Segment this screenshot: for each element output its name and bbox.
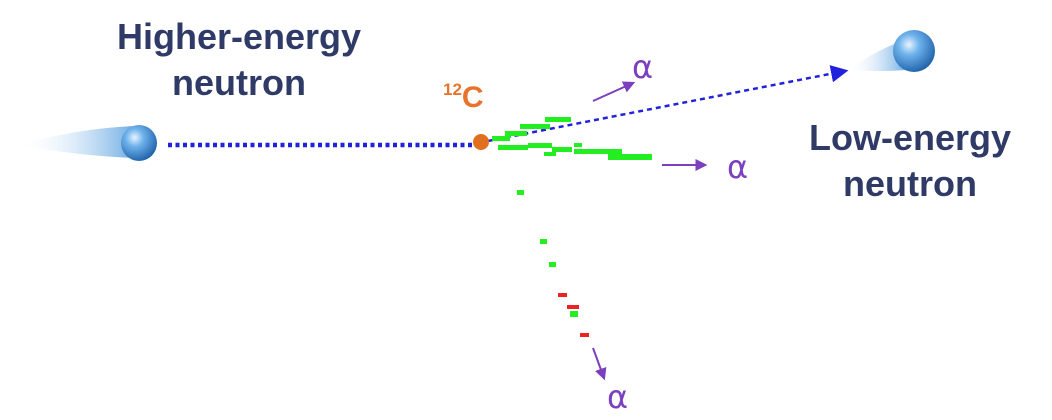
outgoing-neutron	[848, 30, 935, 72]
nucleus-mass-number: 12	[443, 80, 462, 99]
incoming-neutron-label-line2: neutron	[172, 62, 306, 103]
outgoing-neutron-path	[487, 65, 849, 143]
track-segment	[580, 333, 589, 337]
track-segment	[558, 293, 567, 297]
alpha-label-right: α	[727, 148, 749, 186]
track-segment	[505, 131, 527, 136]
track-segment	[574, 149, 622, 154]
track-segment	[540, 239, 547, 244]
outgoing-neutron-label: Low-energy neutron	[788, 115, 1032, 207]
track-segment	[552, 147, 572, 152]
neutron-ball-icon	[893, 30, 935, 72]
alpha-tracks	[492, 117, 652, 337]
incoming-neutron-label: Higher-energy neutron	[96, 14, 382, 106]
track-segment	[492, 136, 510, 141]
track-segment	[544, 152, 556, 156]
alpha-label-upper: α	[632, 48, 654, 86]
track-segment	[517, 190, 524, 195]
incoming-neutron-label-line1: Higher-energy	[116, 16, 362, 57]
track-segment	[545, 117, 571, 122]
track-segment	[608, 154, 652, 160]
nucleus-dot-icon	[473, 134, 489, 150]
track-segment	[520, 124, 550, 129]
incoming-neutron-tail	[18, 126, 135, 158]
outgoing-neutron-label-line1: Low-energy	[808, 117, 1012, 158]
neutron-ball-icon	[121, 125, 157, 161]
nucleus-symbol: C	[461, 81, 484, 114]
nucleus-label: 12C	[443, 80, 484, 115]
arrow-icon	[592, 347, 607, 381]
incoming-neutron	[18, 125, 157, 161]
arrow-icon	[592, 81, 636, 102]
track-segment	[528, 143, 552, 148]
track-segment	[549, 262, 556, 267]
track-segment	[570, 311, 578, 317]
outgoing-neutron-label-line2: neutron	[843, 163, 977, 204]
track-segment	[498, 145, 528, 150]
outgoing-neutron-tail	[848, 40, 905, 71]
track-segment	[574, 143, 582, 147]
track-segment	[567, 305, 579, 309]
alpha-label-lower: α	[607, 378, 629, 416]
